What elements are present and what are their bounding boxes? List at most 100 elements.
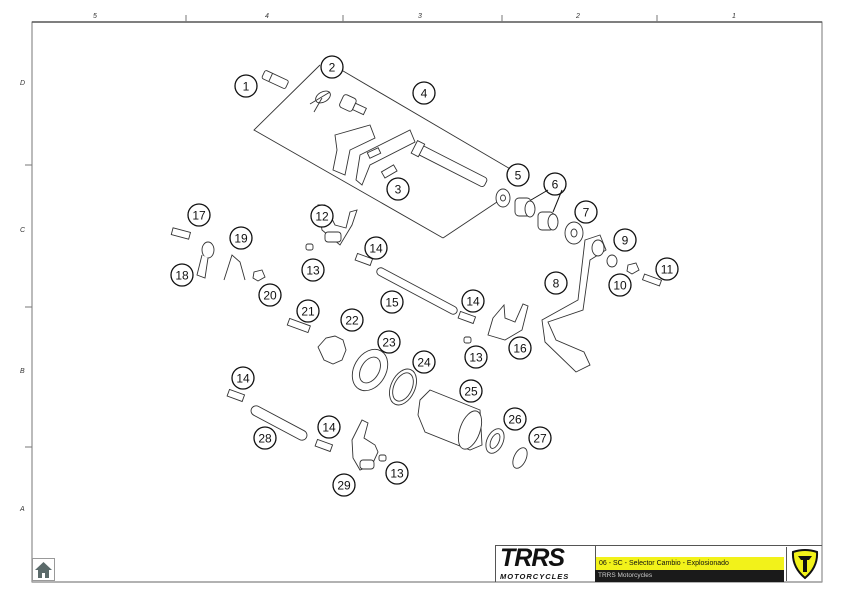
shield-logo-icon — [791, 549, 819, 580]
part-4-plate-slot — [366, 147, 382, 159]
callout-number: 14 — [369, 241, 383, 255]
callout-circle — [231, 366, 255, 390]
callout-circle — [655, 257, 679, 281]
part-22-star — [317, 335, 347, 365]
part-2-spring — [309, 90, 331, 113]
column-label-1: 1 — [732, 13, 736, 20]
part-3-spring — [380, 164, 398, 179]
callout-number: 13 — [469, 350, 483, 364]
callout-14: 14 — [231, 366, 255, 390]
callout-number: 20 — [263, 288, 277, 302]
callout-14: 14 — [364, 236, 388, 260]
callout-number: 19 — [234, 231, 248, 245]
callout-number: 26 — [508, 412, 522, 426]
row-label-c: C — [20, 227, 26, 234]
callout-number: 9 — [622, 233, 629, 247]
part-14-spring — [457, 310, 477, 325]
part-24-ring — [389, 368, 417, 406]
callout-1: 1 — [234, 74, 258, 98]
callout-number: 18 — [175, 268, 189, 282]
callout-number: 15 — [385, 295, 399, 309]
home-icon — [35, 562, 52, 578]
callout-circle — [613, 228, 637, 252]
callout-number: 7 — [583, 205, 590, 219]
row-label-b: B — [20, 368, 25, 375]
callout-number: 14 — [322, 420, 336, 434]
callout-number: 10 — [613, 278, 627, 292]
callout-circle — [340, 308, 364, 332]
callout-number: 2 — [329, 60, 336, 74]
leader-line — [552, 189, 563, 213]
callout-circle — [364, 236, 388, 260]
part-18-cam — [196, 241, 215, 279]
part-19-spring — [223, 254, 246, 281]
callout-circle — [464, 345, 488, 369]
callout-circle — [508, 336, 532, 360]
part-4-shaft — [410, 139, 488, 188]
part-26-bearing — [485, 428, 505, 454]
callout-number: 12 — [315, 209, 329, 223]
callout-22: 22 — [340, 308, 364, 332]
leader-line — [530, 189, 549, 201]
drawing-title: 06 - SC - Selector Cambio - Explosionado — [595, 557, 784, 570]
part-27-ring — [512, 447, 528, 469]
callout-circle — [377, 330, 401, 354]
callout-number: 11 — [661, 262, 674, 276]
assembly-4-outline-right — [442, 199, 501, 239]
callout-circle — [506, 163, 530, 187]
callout-circle — [258, 283, 282, 307]
callout-circle — [459, 379, 483, 403]
part-13-roller — [463, 336, 472, 344]
callout-2: 2 — [320, 55, 344, 79]
assembly-4-outline — [253, 64, 444, 239]
callout-number: 6 — [552, 177, 559, 191]
callout-3: 3 — [386, 177, 410, 201]
callout-9: 9 — [613, 228, 637, 252]
assembly-4-outline-top — [337, 67, 513, 171]
callout-circle — [332, 473, 356, 497]
trrs-logo: TRRS MOTORCYCLES — [496, 546, 595, 582]
title-block-spacer — [595, 546, 784, 557]
callout-circle — [187, 203, 211, 227]
callout-number: 29 — [337, 478, 351, 492]
callout-number: 24 — [417, 355, 431, 369]
part-14-spring — [354, 252, 374, 267]
callout-number: 4 — [421, 86, 428, 100]
part-6-bushings — [514, 197, 559, 231]
callout-20: 20 — [258, 283, 282, 307]
part-29-fork — [351, 419, 379, 471]
callout-number: 14 — [466, 294, 480, 308]
home-button[interactable] — [32, 558, 55, 581]
callout-circle — [310, 204, 334, 228]
callout-18: 18 — [170, 263, 194, 287]
callout-number: 1 — [243, 79, 250, 93]
parts — [170, 64, 663, 471]
part-1-stud — [261, 70, 289, 89]
callout-14: 14 — [461, 289, 485, 313]
logo-text: TRRS — [500, 546, 565, 572]
callout-number: 5 — [515, 168, 522, 182]
column-label-2: 2 — [576, 13, 580, 20]
part-13-roller — [378, 454, 387, 462]
part-4-plate-b — [355, 129, 416, 186]
part-9-washer — [606, 254, 618, 268]
part-14-spring — [314, 438, 334, 453]
part-17-bolt — [170, 227, 192, 240]
callout-24: 24 — [412, 350, 436, 374]
callout-15: 15 — [380, 290, 404, 314]
callout-number: 8 — [553, 276, 560, 290]
callout-number: 13 — [390, 466, 404, 480]
callout-26: 26 — [503, 407, 527, 431]
callout-circle — [229, 226, 253, 250]
part-7-washer — [564, 221, 584, 245]
callout-circle — [170, 263, 194, 287]
callout-circle — [317, 415, 341, 439]
callout-27: 27 — [528, 426, 552, 450]
callout-circle — [320, 55, 344, 79]
column-label-4: 4 — [265, 13, 269, 20]
callout-4: 4 — [412, 81, 436, 105]
part-13-roller — [305, 243, 314, 251]
callout-number: 13 — [306, 263, 320, 277]
callout-circle — [608, 273, 632, 297]
